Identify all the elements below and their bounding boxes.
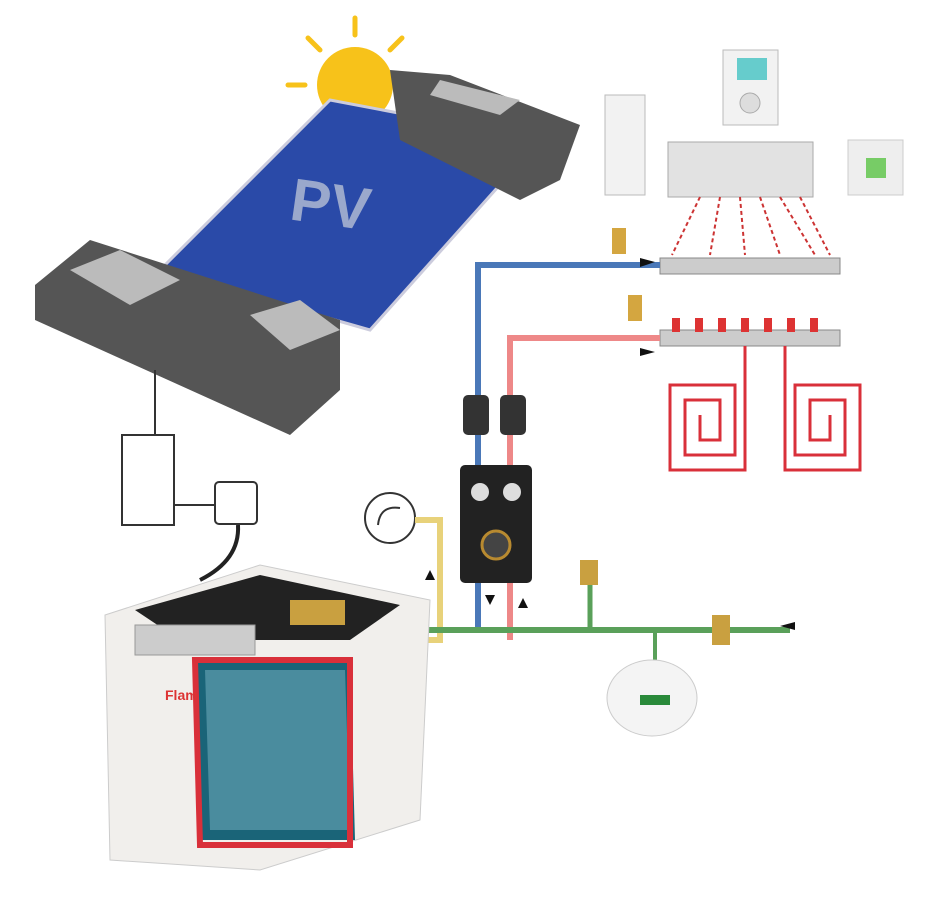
thermostat-display xyxy=(737,58,767,80)
pressure-reducer xyxy=(712,615,730,645)
panel-mounting-front xyxy=(35,240,340,435)
power-socket-icon xyxy=(214,481,258,525)
shower-icon xyxy=(364,492,416,544)
power-cable xyxy=(199,524,241,582)
valve xyxy=(463,395,489,435)
heat-pump-boiler: Flam xyxy=(104,564,431,871)
wireless-receiver xyxy=(604,94,646,196)
safety-valve xyxy=(580,560,598,585)
air-vent xyxy=(628,295,642,321)
pv-label: PV xyxy=(286,166,375,243)
valve xyxy=(500,395,526,435)
supply-manifold xyxy=(659,329,841,347)
air-vent xyxy=(612,228,626,254)
floor-heating-loop xyxy=(668,346,747,472)
return-manifold xyxy=(659,257,841,275)
panel-mounting-rear xyxy=(390,70,580,200)
boiler-logo: Flam xyxy=(165,687,198,703)
flow-arrows xyxy=(425,258,795,630)
pump-group xyxy=(460,465,532,583)
floor-heating-loop xyxy=(783,346,862,472)
wiring-center xyxy=(667,141,814,198)
supply-pipe xyxy=(507,335,660,640)
inverter-box xyxy=(121,434,175,526)
